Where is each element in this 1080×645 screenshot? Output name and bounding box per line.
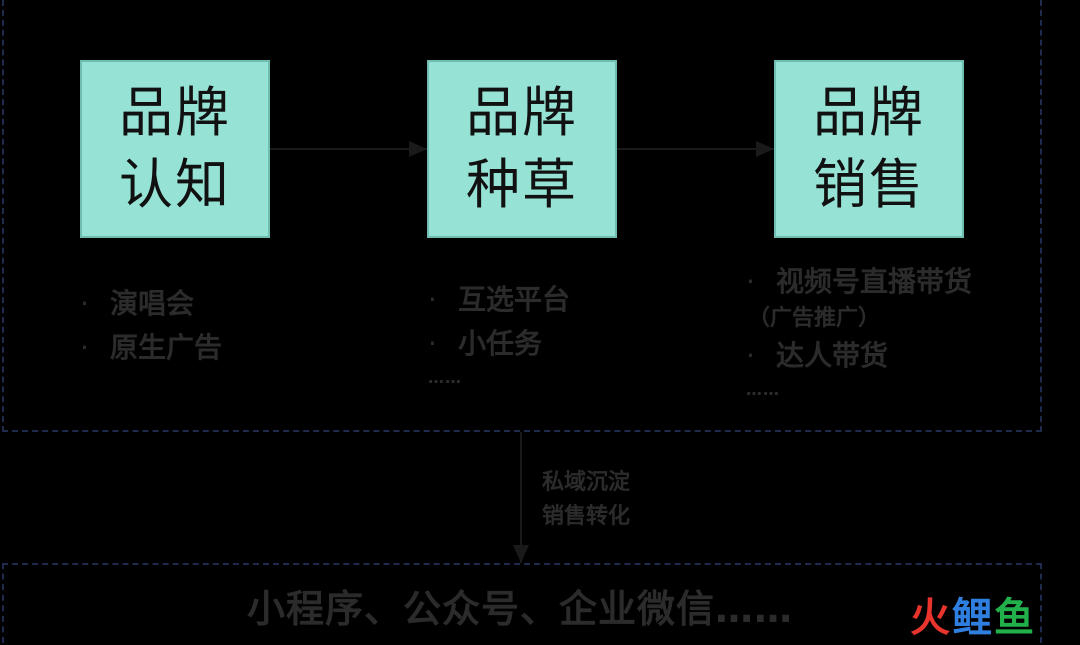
- stage-seeding-line1: 品牌: [466, 81, 578, 144]
- stage-sales-line1: 品牌: [813, 81, 925, 144]
- list-item: ·小任务: [428, 327, 543, 360]
- transition-label: 私域沉淀 销售转化: [542, 466, 630, 534]
- logo-char-2: 鲤: [952, 595, 994, 641]
- stage-box-sales: 品牌 销售: [774, 60, 964, 238]
- top-dashed-frame: [2, 0, 1042, 432]
- stage-box-awareness: 品牌 认知: [80, 60, 270, 238]
- list-item: ·达人带货: [746, 339, 889, 372]
- awareness-bullets: ·演唱会 ·原生广告: [80, 282, 222, 370]
- sales-more-ellipsis: ……: [746, 380, 780, 399]
- list-item: ·视频号直播带货: [746, 265, 973, 298]
- sales-bullets: ·视频号直播带货 （广告推广） ·达人带货 ……: [746, 260, 972, 402]
- sales-item1-note: （广告推广）: [748, 306, 881, 331]
- list-item: ·互选平台: [428, 283, 571, 316]
- transition-line2: 销售转化: [542, 504, 631, 529]
- seeding-bullets: ·互选平台 ·小任务 ……: [428, 278, 570, 390]
- stage-box-seeding: 品牌 种草: [427, 60, 617, 238]
- logo-char-1: 火: [910, 595, 952, 641]
- list-item: ·原生广告: [80, 331, 223, 364]
- logo-char-3: 鱼: [994, 595, 1036, 641]
- stage-awareness-line1: 品牌: [119, 81, 231, 144]
- channels-text: 小程序、公众号、企业微信……: [246, 587, 793, 631]
- bottom-dashed-frame: [2, 563, 1042, 643]
- brand-logo: 火鲤鱼: [910, 596, 1036, 640]
- stage-sales-line2: 销售: [813, 153, 925, 216]
- stage-seeding-line2: 种草: [466, 153, 578, 216]
- transition-line1: 私域沉淀: [542, 470, 631, 495]
- seeding-more-ellipsis: ……: [428, 368, 462, 387]
- stage-awareness-line2: 认知: [119, 153, 231, 216]
- list-item: ·演唱会: [80, 287, 195, 320]
